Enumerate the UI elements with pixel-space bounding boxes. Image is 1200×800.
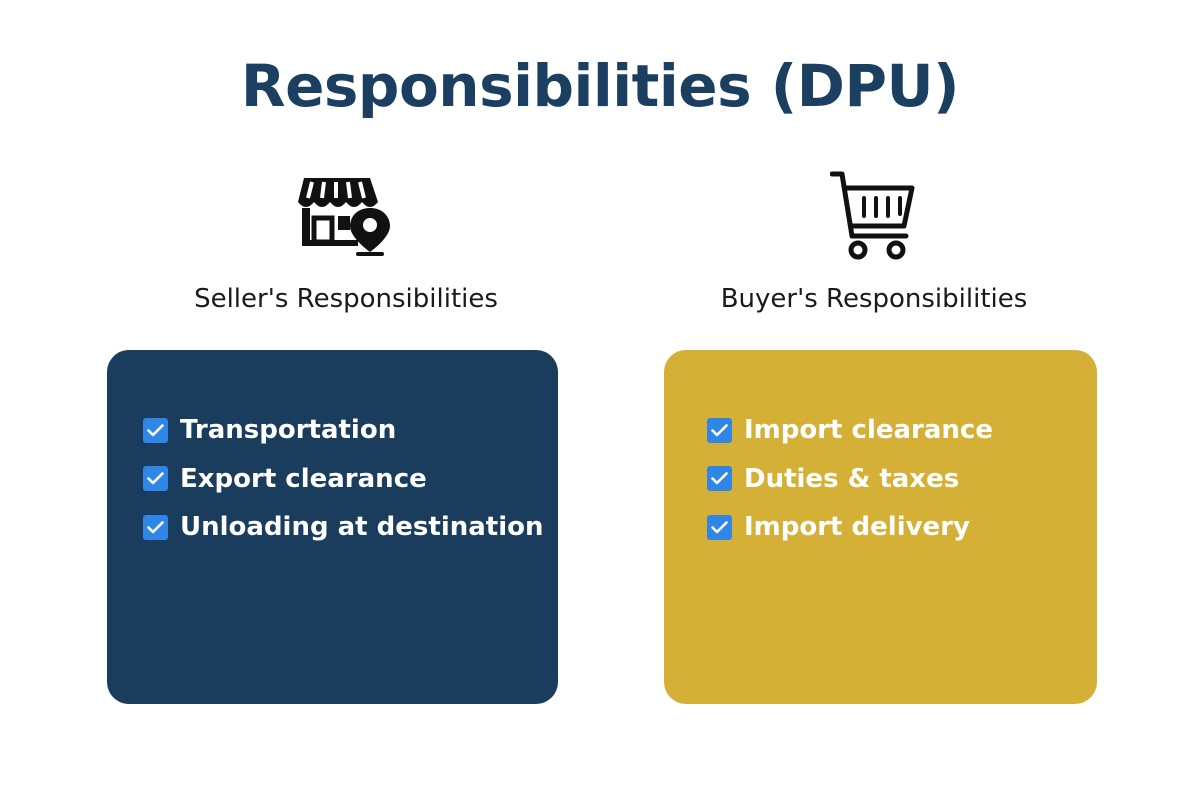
checkbox-checked-icon: [143, 417, 168, 443]
list-item: Export clearance: [143, 455, 544, 504]
list-item-label: Duties & taxes: [744, 463, 960, 494]
storefront-location-icon: [298, 172, 392, 256]
shopping-cart-icon: [830, 170, 916, 260]
checkbox-checked-icon: [707, 417, 732, 443]
list-item-label: Transportation: [180, 415, 397, 446]
list-item: Transportation: [143, 406, 544, 455]
checkbox-checked-icon: [707, 466, 732, 492]
seller-responsibilities-list: Transportation Export clearance Unloadin…: [143, 406, 544, 552]
list-item: Import clearance: [707, 406, 993, 455]
buyer-heading: Buyer's Responsibilities: [720, 284, 1028, 314]
seller-responsibilities-panel: Transportation Export clearance Unloadin…: [107, 350, 558, 704]
checkbox-checked-icon: [707, 514, 732, 540]
buyer-responsibilities-panel: Import clearance Duties & taxes Import d…: [664, 350, 1097, 704]
checkbox-checked-icon: [143, 466, 168, 492]
list-item-label: Unloading at destination: [180, 512, 544, 543]
list-item: Import delivery: [707, 503, 993, 552]
page-title: Responsibilities (DPU): [240, 52, 960, 120]
checkbox-checked-icon: [143, 514, 168, 540]
seller-heading: Seller's Responsibilities: [194, 284, 498, 314]
list-item-label: Import clearance: [744, 415, 993, 446]
list-item: Duties & taxes: [707, 455, 993, 504]
list-item-label: Import delivery: [744, 512, 970, 543]
buyer-responsibilities-list: Import clearance Duties & taxes Import d…: [707, 406, 993, 552]
list-item-label: Export clearance: [180, 463, 427, 494]
list-item: Unloading at destination: [143, 503, 544, 552]
